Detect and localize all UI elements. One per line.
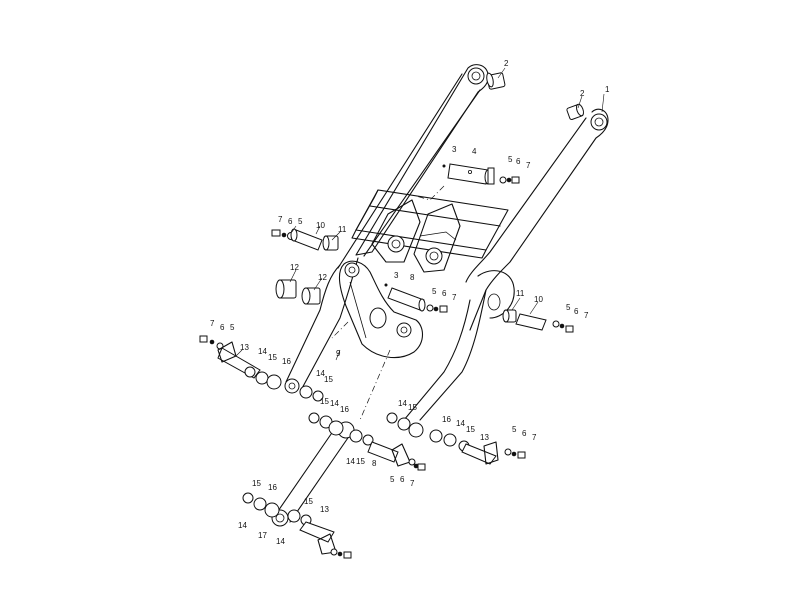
callout-16: 16: [340, 405, 349, 414]
pin-10-right: [502, 309, 574, 333]
callout-7: 7: [410, 479, 415, 488]
bracket-left: [371, 199, 421, 263]
callout-14: 14: [276, 537, 285, 546]
callout-14: 14: [258, 347, 267, 356]
callout-6: 6: [400, 475, 405, 484]
bracket-right: [413, 203, 461, 273]
bushing-2-left: [486, 72, 506, 90]
callout-6: 6: [288, 217, 293, 226]
callout-13: 13: [240, 343, 249, 352]
callout-3: 3: [452, 145, 457, 154]
callout-17: 17: [258, 531, 267, 540]
callout-15: 15: [252, 479, 261, 488]
callout-14: 14: [456, 419, 465, 428]
callout-labels: 1 2 2 3 4 5 6 7 7 6 5 10 11 12 12 3 8 5 …: [210, 59, 610, 546]
callout-15: 15: [304, 497, 313, 506]
callout-6: 6: [516, 157, 521, 166]
callout-13: 13: [480, 433, 489, 442]
callout-6: 6: [574, 307, 579, 316]
callout-15: 15: [320, 397, 329, 406]
washer-stack-center: [308, 412, 426, 471]
callout-11: 11: [516, 289, 525, 298]
bushing-2-right: [566, 103, 584, 120]
lower-link: [271, 421, 355, 527]
washer-stack-bottom: [242, 492, 352, 559]
callout-2: 2: [580, 89, 585, 98]
callout-4: 4: [472, 147, 477, 156]
callout-5: 5: [432, 287, 437, 296]
callout-2: 2: [504, 59, 509, 68]
callout-7: 7: [278, 215, 283, 224]
callout-7: 7: [452, 293, 457, 302]
callout-6: 6: [522, 429, 527, 438]
callout-5: 5: [230, 323, 235, 332]
callout-5: 5: [566, 303, 571, 312]
callout-5: 5: [390, 475, 395, 484]
callout-5: 5: [298, 217, 303, 226]
bushings-12: [275, 279, 321, 305]
bushing-11-left: [322, 235, 339, 251]
fasteners-top: [499, 176, 520, 184]
callout-8: 8: [410, 273, 415, 282]
callout-7: 7: [532, 433, 537, 442]
callout-14: 14: [238, 521, 247, 530]
callout-16: 16: [268, 483, 277, 492]
callout-14: 14: [330, 399, 339, 408]
callout-7: 7: [526, 161, 531, 170]
callout-16: 16: [282, 357, 291, 366]
callout-6: 6: [220, 323, 225, 332]
right-boom-arm: [403, 108, 609, 421]
pin-8-mid: [384, 283, 448, 313]
callout-15: 15: [356, 457, 365, 466]
pin-10-left: [271, 228, 323, 251]
callout-5: 5: [508, 155, 513, 164]
callout-15: 15: [466, 425, 475, 434]
callout-15: 15: [268, 353, 277, 362]
callout-3: 3: [394, 271, 399, 280]
callout-10: 10: [534, 295, 543, 304]
callout-14: 14: [346, 457, 355, 466]
callout-6: 6: [442, 289, 447, 298]
callout-5: 5: [512, 425, 517, 434]
center-lines: [331, 185, 445, 421]
callout-7: 7: [584, 311, 589, 320]
cross-tube: [351, 189, 509, 259]
callout-15: 15: [408, 403, 417, 412]
callout-9: 9: [336, 349, 341, 358]
pin-13-left: [199, 335, 324, 402]
callout-14: 14: [398, 399, 407, 408]
callout-7: 7: [210, 319, 215, 328]
callout-12: 12: [318, 273, 327, 282]
callout-13: 13: [320, 505, 329, 514]
callout-15: 15: [324, 375, 333, 384]
bellcrank-link: [338, 260, 424, 359]
washer-stack-right: [386, 412, 526, 465]
callout-8: 8: [372, 459, 377, 468]
callout-1: 1: [605, 85, 610, 94]
pin-4: [442, 163, 495, 185]
callout-14: 14: [316, 369, 325, 378]
callout-12: 12: [290, 263, 299, 272]
callout-10: 10: [316, 221, 325, 230]
callout-11: 11: [338, 225, 347, 234]
leader-lines: [235, 67, 605, 361]
callout-16: 16: [442, 415, 451, 424]
